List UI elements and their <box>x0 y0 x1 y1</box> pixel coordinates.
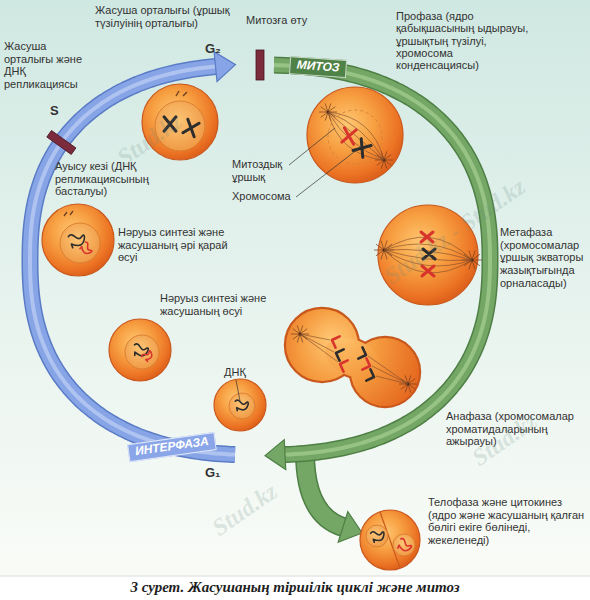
interphase-arrow-head <box>214 52 235 82</box>
cell <box>42 204 114 276</box>
chromatin <box>68 235 84 248</box>
phase-note: Нәруыз синтезі және жасушаның әрі қарай … <box>118 226 243 264</box>
spindle-fiber <box>328 112 384 160</box>
checkpoint-label: Митозға өту <box>246 14 308 27</box>
spindle-fiber <box>300 334 338 362</box>
phase-letter: G₂ <box>205 42 221 57</box>
band-label: МИТОЗ <box>289 56 347 78</box>
phase-note: Нәруыз синтезі және жасушаның өсуі <box>160 292 290 317</box>
phase-label: Телофаза және цитокинез (ядро және жасуш… <box>428 496 586 547</box>
callout-label: Митоздық ұршық <box>232 158 302 183</box>
callout-label: ДНҚ <box>224 366 246 379</box>
phase-label: Метафаза (хромосомалар ұршық экваторы жа… <box>500 226 588 289</box>
nucleus <box>60 223 100 263</box>
mitosis-arrow-highlight <box>274 65 490 455</box>
watermark: Stud.kz <box>207 478 282 542</box>
centrosome <box>176 91 187 96</box>
nucleus <box>125 335 159 369</box>
chromatin <box>78 241 92 256</box>
telophase-arrow-head <box>338 512 362 543</box>
caption-strip <box>0 576 590 600</box>
leader-line <box>296 149 358 197</box>
chromatin <box>141 350 154 362</box>
leader-line <box>236 380 240 401</box>
chromatid <box>330 334 340 347</box>
chromatid <box>334 347 344 360</box>
spindle-fiber <box>368 356 408 384</box>
cell <box>307 87 403 183</box>
cleavage-bridge <box>319 330 386 386</box>
telophase-arrow-shaft <box>305 452 343 527</box>
spindle-fiber <box>300 334 334 352</box>
checkpoint-marker <box>47 131 76 155</box>
phase-letter: G₁ <box>205 466 221 481</box>
mitosis-arrow-head <box>265 440 286 470</box>
spindle-fiber <box>328 112 384 160</box>
chromatid <box>338 358 348 371</box>
figure-caption: 3 сурет. Жасушаның тіршілік циклі және м… <box>0 579 590 596</box>
nucleus <box>366 525 388 547</box>
chromatin <box>395 538 412 555</box>
chromosome <box>353 139 371 158</box>
cell <box>214 379 266 431</box>
spindle-fiber <box>328 112 384 160</box>
nucleus <box>229 393 255 419</box>
cell <box>360 510 420 570</box>
band-label: ИНТЕРФАЗА <box>127 432 217 462</box>
chromatid <box>366 369 376 382</box>
telophase-arrow-shaft <box>305 452 343 527</box>
structure-label: Жасуша орталығы (ұршық түзілуінің орталы… <box>95 4 237 29</box>
checkpoint-marker <box>256 50 264 80</box>
watermark: Stud.kz <box>112 108 187 172</box>
mitosis-arrow <box>274 65 490 455</box>
callout-label: Хромосома <box>232 190 291 203</box>
chromatin <box>371 532 384 543</box>
spindle-fiber <box>328 112 384 160</box>
caption-rule <box>0 576 590 577</box>
chromosome <box>342 128 356 144</box>
chromatin <box>234 400 249 413</box>
cell-cycle-art <box>30 50 490 570</box>
phase-label: Профаза (ядро қабықшасының ыдырауы, ұршы… <box>396 10 531 72</box>
chromatin <box>131 343 149 359</box>
centrosome <box>64 211 73 216</box>
spindle-fiber <box>376 376 408 384</box>
leader-line <box>289 128 335 165</box>
nucleus <box>393 534 415 556</box>
spindle-fiber <box>328 112 384 160</box>
spindle-fiber <box>372 366 408 384</box>
mitosis-arrow <box>274 65 490 455</box>
phase-note: Жасуша орталығы және ДНҚ репликациясы <box>4 40 84 91</box>
phase-note: Ауысу кезі (ДНҚ репликациясының басталуы… <box>55 160 190 198</box>
cell <box>109 319 171 381</box>
phase-letter: S <box>50 104 59 119</box>
